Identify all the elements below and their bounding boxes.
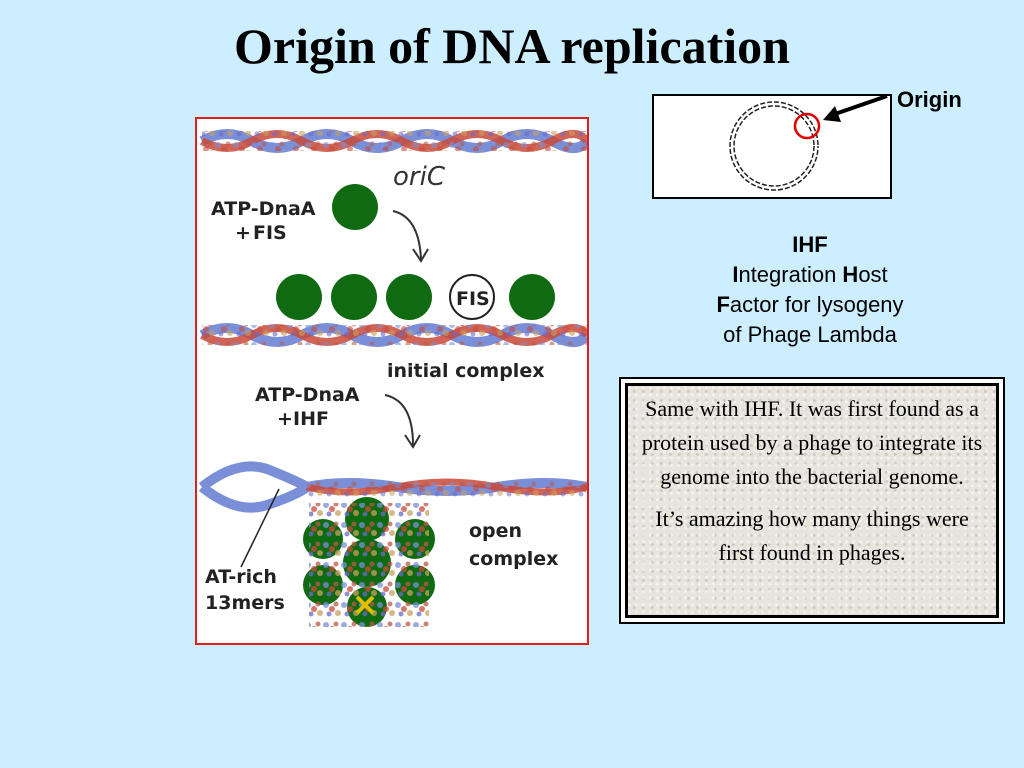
dnaa-bead bbox=[509, 274, 555, 320]
ihf-line-phage: of Phage Lambda bbox=[723, 322, 897, 347]
at-rich-pointer bbox=[240, 488, 280, 568]
dnaa-bead bbox=[276, 274, 322, 320]
fis-bead bbox=[449, 274, 495, 320]
replication-diagram: oriC ATP-DnaA + FIS FIS initial complex bbox=[195, 117, 589, 645]
dnaa-bead bbox=[331, 274, 377, 320]
note-paragraph-2: It’s amazing how many things were first … bbox=[655, 506, 969, 565]
origin-highlight-circle bbox=[793, 112, 821, 140]
ihf-line-integration-host: Integration Host bbox=[732, 262, 888, 287]
initial-complex-beads bbox=[276, 274, 555, 320]
initial-complex-label: initial complex bbox=[387, 360, 544, 382]
step2-plus: + bbox=[277, 408, 293, 430]
at-rich-label-line2: 13mers bbox=[205, 592, 285, 614]
dnaa-bead bbox=[332, 184, 378, 230]
note-paragraph-1: Same with IHF. It was first found as a p… bbox=[641, 396, 983, 489]
open-complex-label-line2: complex bbox=[469, 548, 558, 570]
dna-helix-open bbox=[198, 461, 587, 513]
note-box: Same with IHF. It was first found as a p… bbox=[619, 377, 1005, 624]
note-box-inner: Same with IHF. It was first found as a p… bbox=[625, 383, 999, 618]
step2-reagent: ATP-DnaA bbox=[255, 384, 360, 406]
dna-helix-top bbox=[199, 129, 587, 153]
open-complex-label-line1: open bbox=[469, 520, 522, 542]
at-rich-label-line1: AT-rich bbox=[205, 566, 277, 588]
step1-plus: + bbox=[235, 222, 251, 244]
oric-label: oriC bbox=[393, 162, 446, 192]
origin-label: Origin bbox=[897, 87, 962, 112]
ihf-definition: IHF Integration Host Factor for lysogeny… bbox=[660, 230, 960, 350]
replication-diagram-svg: oriC ATP-DnaA + FIS FIS initial complex bbox=[198, 129, 587, 627]
step2-arrow bbox=[384, 394, 421, 449]
open-complex-cluster bbox=[303, 497, 435, 627]
step1-reagent: ATP-DnaA bbox=[211, 198, 316, 220]
fis-bead-label: FIS bbox=[456, 288, 490, 310]
origin-arrow-icon bbox=[823, 94, 888, 122]
step1-arrow bbox=[392, 210, 429, 263]
dna-helix-middle bbox=[199, 323, 587, 347]
dnaa-bead bbox=[386, 274, 432, 320]
ihf-line-factor: Factor for lysogeny bbox=[716, 292, 904, 317]
circular-chromosome-svg bbox=[729, 101, 821, 191]
slide-title: Origin of DNA replication bbox=[233, 18, 790, 74]
ihf-heading: IHF bbox=[792, 232, 828, 257]
circular-chromosome-panel bbox=[652, 94, 892, 199]
step2-cofactor: IHF bbox=[293, 408, 329, 430]
step1-cofactor: FIS bbox=[253, 222, 287, 244]
